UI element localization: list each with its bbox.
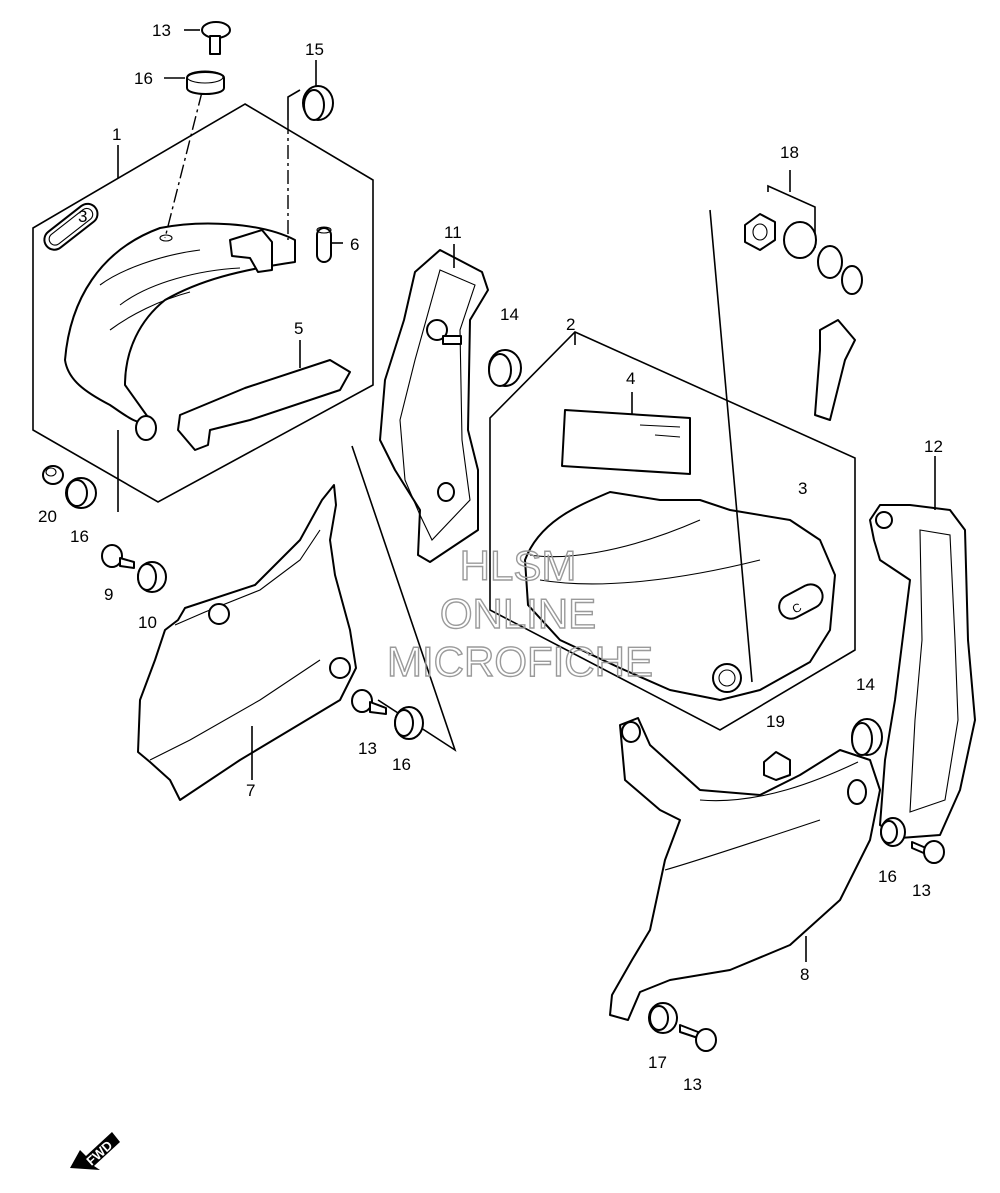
callout-17: 17	[648, 1053, 667, 1072]
part-14-grommet-center	[488, 349, 522, 387]
callout-2: 2	[566, 315, 575, 334]
part-16-grommet-center	[394, 706, 424, 740]
callout-5: 5	[294, 319, 303, 338]
part-11-bracket	[379, 244, 489, 563]
callout-15: 15	[305, 40, 324, 59]
callout-20: 20	[38, 507, 57, 526]
callout-16: 16	[392, 755, 411, 774]
callout-6: 6	[350, 235, 359, 254]
callout-3: 3	[798, 479, 807, 498]
part-16-grommet-right	[880, 817, 906, 847]
part-17-grommet	[648, 1002, 678, 1034]
part-5-strip	[177, 340, 351, 451]
part-16-grommet-top	[164, 70, 225, 95]
watermark-line-2: ONLINE	[440, 590, 596, 637]
callout-8: 8	[800, 965, 809, 984]
callout-16: 16	[70, 527, 89, 546]
part-13-bolt-right	[911, 840, 945, 864]
fwd-arrow-icon: FWD	[70, 1132, 120, 1170]
watermark: HLSM ONLINE MICROFICHE	[386, 541, 653, 685]
part-13-bolt-bottom	[679, 1024, 717, 1052]
callout-12: 12	[924, 437, 943, 456]
callout-1: 1	[112, 125, 121, 144]
callout-13: 13	[683, 1075, 702, 1094]
part-10-grommet	[137, 561, 167, 593]
part-14-grommet-right	[851, 718, 883, 756]
callout-9: 9	[104, 585, 113, 604]
callout-18: 18	[780, 143, 799, 162]
callout-14: 14	[856, 675, 875, 694]
part-19-clip	[763, 751, 791, 781]
part-8-lower-cover	[609, 717, 881, 1021]
part-16-grommet-left	[65, 477, 97, 509]
assembly-1-frame	[32, 103, 374, 503]
part-12-bracket	[869, 456, 976, 839]
part-13-bolt-top	[184, 21, 231, 55]
part-6-collar	[316, 226, 343, 263]
callout-19: 19	[766, 712, 785, 731]
callout-3: 3	[78, 207, 87, 226]
watermark-line-3: MICROFICHE	[387, 638, 653, 685]
part-3-emblem-left	[43, 202, 99, 251]
callout-4: 4	[626, 369, 635, 388]
callout-16: 16	[134, 69, 153, 88]
part-15-grommet	[302, 60, 334, 121]
part-7-side-cover-left	[137, 484, 357, 801]
callout-labels: 13 16 15 1 3 6 5 20 16 9 10 11 14 2 4 18…	[38, 21, 943, 1094]
part-18-key-set	[709, 170, 863, 683]
callout-13: 13	[912, 881, 931, 900]
part-9-bolt	[101, 544, 135, 569]
callout-13: 13	[358, 739, 377, 758]
watermark-line-1: HLSM	[460, 542, 577, 589]
callout-13: 13	[152, 21, 171, 40]
part-20-clip	[42, 465, 64, 485]
callout-11: 11	[444, 223, 462, 242]
assembly-2-frame	[489, 331, 856, 731]
part-1-frame-cover	[64, 222, 296, 441]
callout-7: 7	[246, 781, 255, 800]
callout-14: 14	[500, 305, 519, 324]
part-4-label	[561, 392, 691, 475]
callout-16: 16	[878, 867, 897, 886]
part-2-side-cover-right: C	[524, 491, 836, 701]
callout-10: 10	[138, 613, 157, 632]
part-13-bolt-center	[351, 689, 387, 715]
